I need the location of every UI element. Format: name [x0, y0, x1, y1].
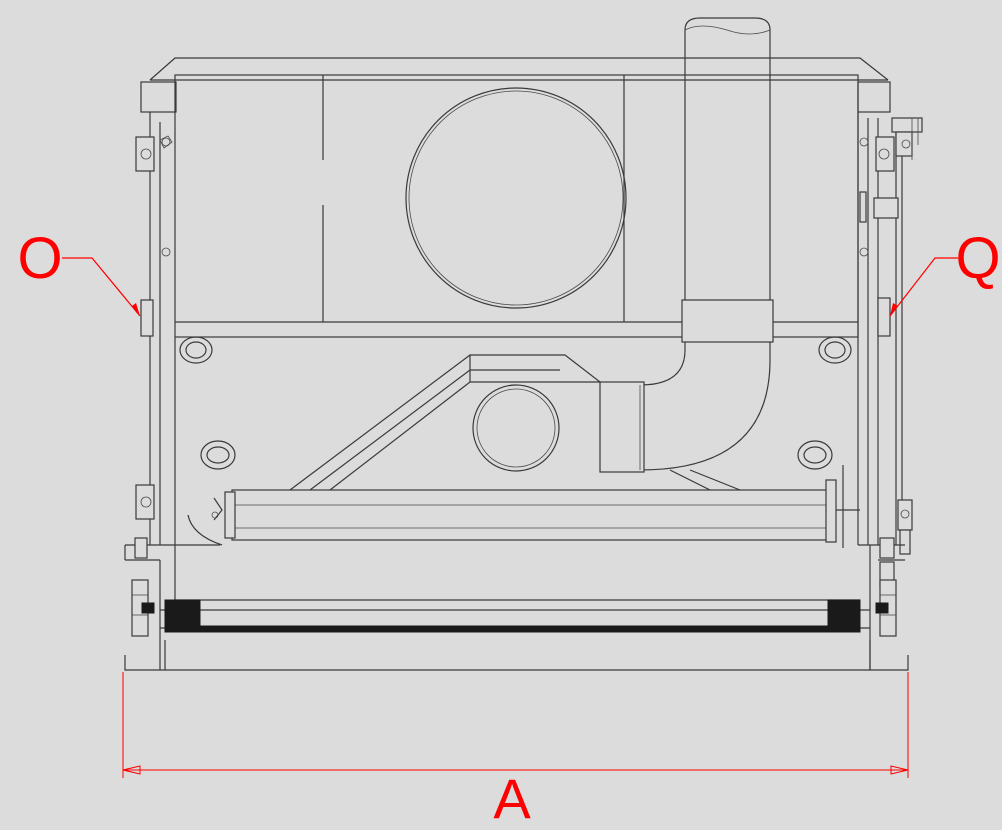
upper-housing: [174, 74, 859, 338]
roller-tube: [187, 465, 860, 548]
right-side-frame: [857, 112, 923, 555]
top-cover: [140, 57, 891, 113]
annotation-o: O: [17, 226, 141, 317]
lower-frame: [124, 537, 909, 671]
dimension-a: A: [122, 672, 909, 830]
left-side-frame: [135, 112, 176, 600]
mounting-rings: [179, 336, 852, 470]
annotation-q: Q: [889, 226, 1001, 317]
label-o: O: [17, 226, 62, 291]
label-a: A: [493, 767, 531, 825]
burner-assembly: [289, 354, 741, 491]
flue-pipe: [599, 17, 774, 473]
fan-opening: [405, 87, 627, 309]
label-q: Q: [955, 226, 1000, 291]
